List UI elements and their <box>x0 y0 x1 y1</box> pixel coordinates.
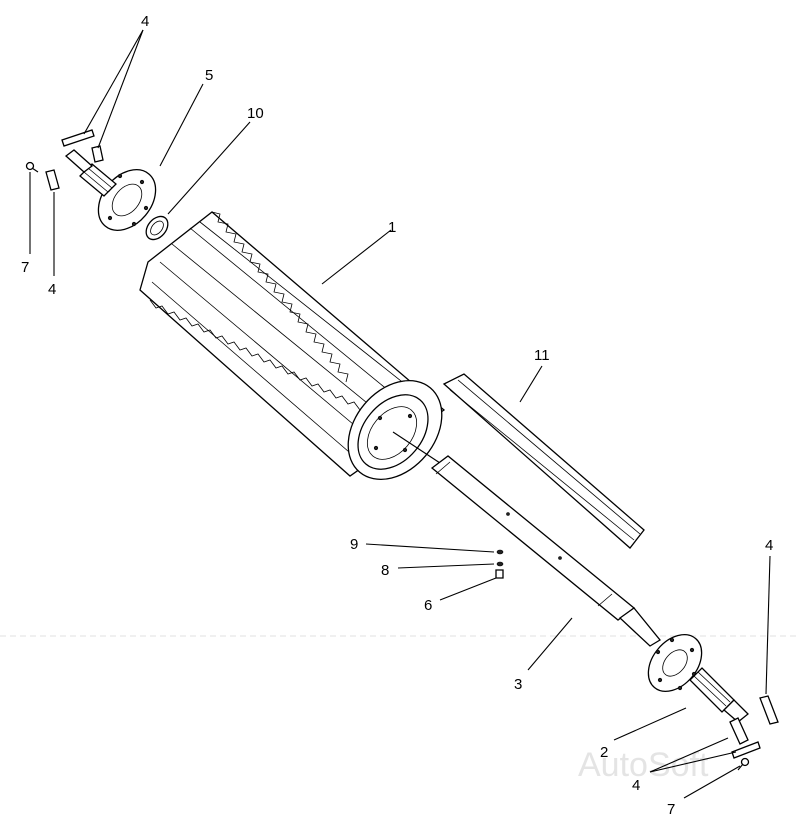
part-10-bushing-ring <box>145 215 169 241</box>
callout-6: 6 <box>424 597 432 614</box>
callout-4-bottom: 4 <box>632 777 640 794</box>
callout-11: 11 <box>534 347 550 364</box>
callout-2: 2 <box>600 744 608 761</box>
part-3-shaft <box>392 431 661 647</box>
leader-lines <box>29 29 771 799</box>
callout-5: 5 <box>205 67 213 84</box>
callout-10: 10 <box>247 105 264 122</box>
callout-4-top: 4 <box>141 13 149 30</box>
callout-1: 1 <box>388 219 396 236</box>
callout-3: 3 <box>514 676 522 693</box>
part-7-bolts <box>25 161 750 771</box>
callout-8: 8 <box>381 562 389 579</box>
callout-7-bottom: 7 <box>667 801 675 818</box>
callout-4-left: 4 <box>48 281 56 298</box>
part-4-lock-plates <box>45 129 779 759</box>
part-5-upper-flange-hub <box>64 149 157 231</box>
callout-7-left: 7 <box>21 259 29 276</box>
watermark: AutoSoft <box>578 746 709 784</box>
part-11-scraper-bar <box>442 373 645 549</box>
parts-6-8-9-small-fasteners <box>495 549 504 579</box>
callout-4-right: 4 <box>765 537 773 554</box>
part-2-lower-flange-hub <box>647 634 749 723</box>
part-1-toothed-drum <box>139 211 446 481</box>
callout-9: 9 <box>350 536 358 553</box>
